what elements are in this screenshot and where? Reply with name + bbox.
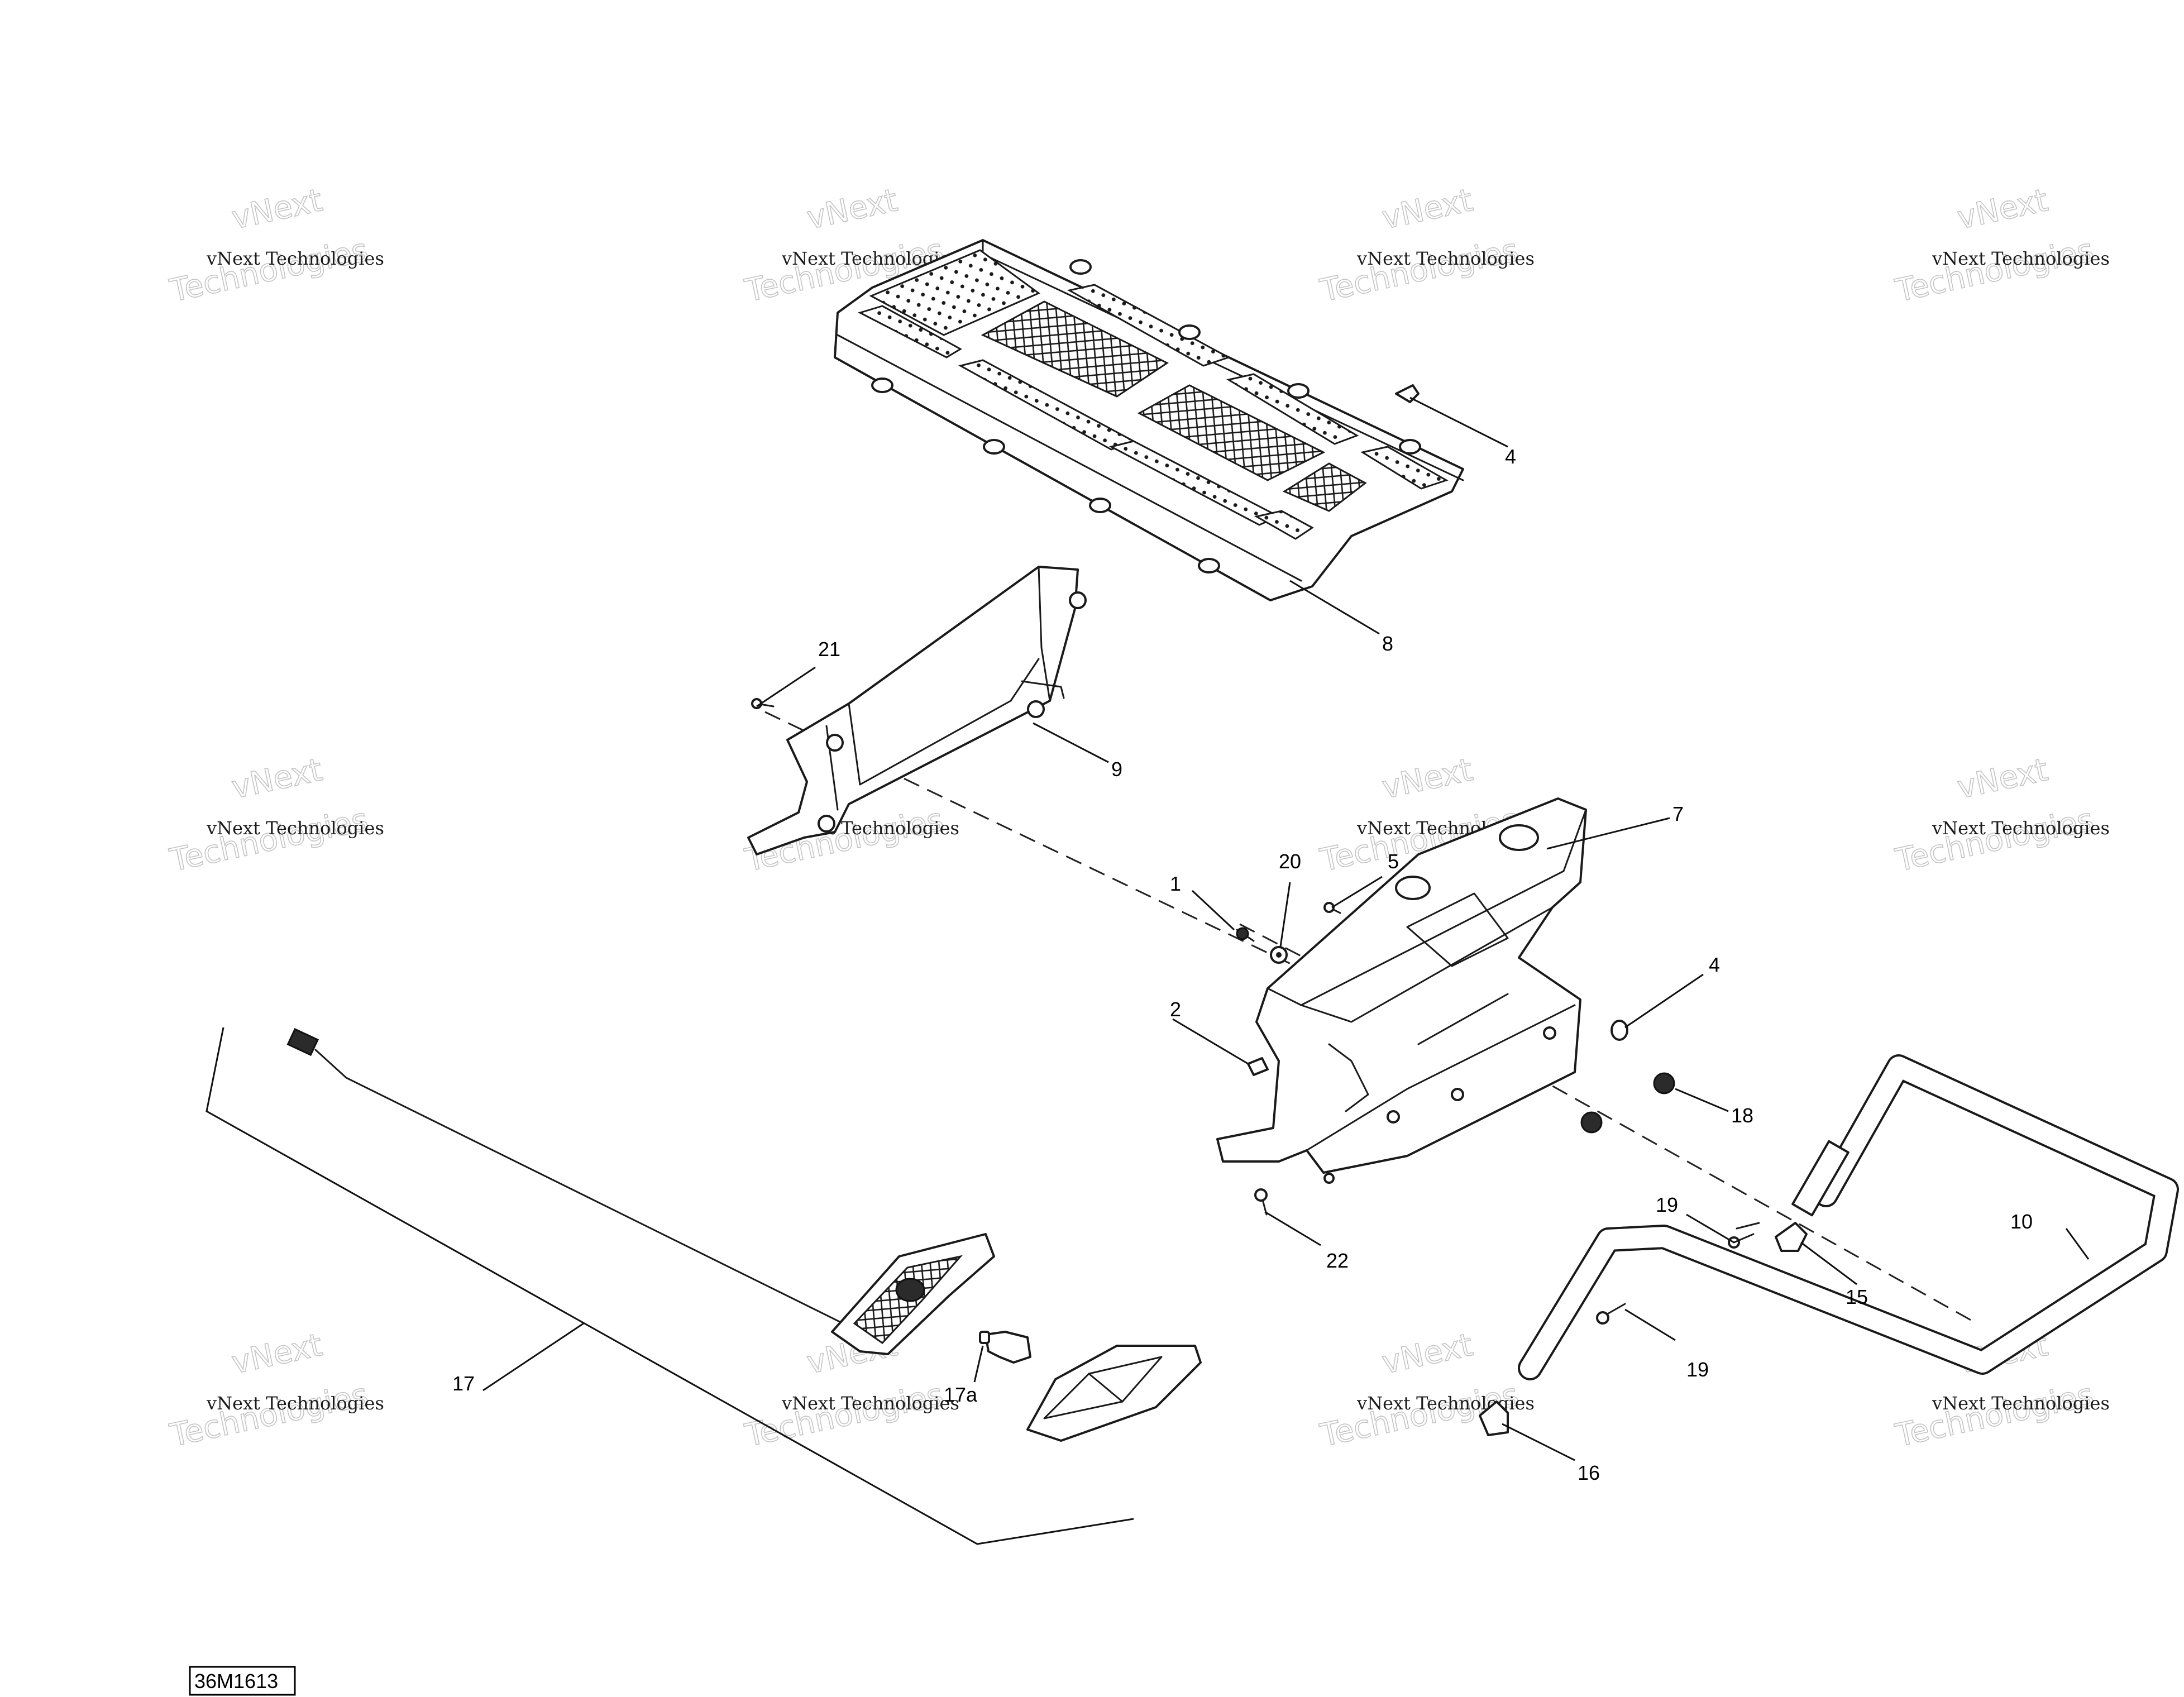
svg-text:vNext Technologies: vNext Technologies: [781, 1393, 959, 1414]
callout-19-b: 19: [1686, 1358, 1709, 1381]
callout-17a: 17a: [944, 1383, 978, 1406]
callout-7: 7: [1672, 802, 1684, 825]
nut-18b: [1580, 1111, 1603, 1134]
nut-18: [1653, 1072, 1675, 1094]
front-fascia: [1216, 797, 1587, 1184]
callout-4-b: 4: [1709, 953, 1720, 976]
svg-text:vNext Technologies: vNext Technologies: [1356, 1393, 1535, 1414]
bolt-19a: [1736, 1222, 1760, 1230]
watermark: vNext Technologies vNext Technologies: [1892, 181, 2110, 309]
push-clip-top: [1395, 384, 1420, 403]
light-bulb: [979, 1331, 1031, 1364]
watermark: vNext Technologies vNext Technologies: [166, 181, 384, 309]
nut-2: [1247, 1057, 1269, 1076]
assembly-centerline: [764, 711, 1977, 1325]
svg-text:vNext: vNext: [804, 182, 901, 237]
tubular-bumper: [1518, 1054, 2179, 1380]
svg-text:vNext Technologies: vNext Technologies: [1356, 248, 1535, 269]
grommet-4: [1610, 1020, 1628, 1041]
callout-15: 15: [1846, 1285, 1868, 1308]
callout-16: 16: [1578, 1461, 1600, 1484]
callout-9: 9: [1111, 758, 1122, 781]
svg-text:vNext: vNext: [1379, 182, 1476, 237]
svg-text:vNext: vNext: [228, 182, 326, 237]
svg-text:Technologies: Technologies: [1317, 232, 1521, 309]
callout-5: 5: [1388, 850, 1399, 873]
light-lens: [1026, 1345, 1202, 1442]
watermark: vNext Technologies vNext Technologies: [1892, 751, 2110, 879]
watermark: vNext Technologies vNext Technologies: [166, 751, 384, 879]
svg-text:vNext: vNext: [1954, 752, 2051, 806]
wiring-harness: [286, 1027, 872, 1341]
reference-code-box: 36M1613: [189, 1666, 296, 1696]
callout-18: 18: [1731, 1104, 1753, 1127]
callout-19: 19: [1656, 1193, 1678, 1216]
watermark: vNext Technologies vNext Technologies: [1317, 1326, 1535, 1454]
bolt-19b: [1604, 1303, 1626, 1316]
callout-22: 22: [1326, 1249, 1349, 1272]
callout-labels: 1 2 4 4 5 7 8 9 10 15 16 17 17a 18 19 19…: [452, 445, 2033, 1484]
callout-21: 21: [818, 638, 840, 661]
clamp-15: [1775, 1222, 1808, 1252]
svg-text:Technologies: Technologies: [166, 801, 371, 879]
svg-text:vNext Technologies: vNext Technologies: [1932, 818, 2110, 839]
callout-2: 2: [1170, 998, 1181, 1021]
watermark: vNext Technologies vNext Technologies: [166, 1326, 384, 1454]
svg-text:Technologies: Technologies: [742, 1376, 946, 1454]
light-housing: [831, 1233, 995, 1355]
fasteners: [751, 384, 1808, 1436]
svg-text:vNext Technologies: vNext Technologies: [1932, 248, 2110, 269]
svg-text:Technologies: Technologies: [166, 1376, 371, 1454]
svg-text:Technologies: Technologies: [1892, 232, 2096, 309]
callout-4: 4: [1505, 445, 1516, 468]
watermark: vNext Technologies vNext Technologies: [1317, 181, 1535, 309]
svg-text:Technologies: Technologies: [1892, 1376, 2096, 1454]
svg-text:vNext Technologies: vNext Technologies: [206, 1393, 384, 1414]
svg-text:vNext: vNext: [1954, 182, 2051, 237]
svg-text:vNext Technologies: vNext Technologies: [1932, 1393, 2110, 1414]
callout-10: 10: [2010, 1210, 2033, 1233]
svg-text:vNext: vNext: [228, 752, 326, 806]
mounting-bracket: [747, 566, 1087, 855]
svg-text:Technologies: Technologies: [1892, 801, 2096, 879]
clamp-16: [1479, 1400, 1509, 1436]
callout-8: 8: [1382, 632, 1393, 655]
svg-text:vNext: vNext: [1379, 1327, 1476, 1381]
callout-1: 1: [1170, 872, 1181, 895]
svg-text:vNext Technologies: vNext Technologies: [206, 818, 384, 839]
svg-text:vNext: vNext: [228, 1327, 326, 1381]
svg-text:vNext: vNext: [1379, 752, 1476, 806]
svg-text:vNext Technologies: vNext Technologies: [206, 248, 384, 269]
leader-lines: [206, 396, 2090, 1545]
callout-17: 17: [452, 1372, 475, 1395]
callout-20: 20: [1279, 850, 1301, 873]
perforated-cover-panel: [834, 239, 1464, 601]
svg-text:Technologies: Technologies: [166, 232, 371, 309]
reference-code: 36M1613: [194, 1670, 278, 1693]
